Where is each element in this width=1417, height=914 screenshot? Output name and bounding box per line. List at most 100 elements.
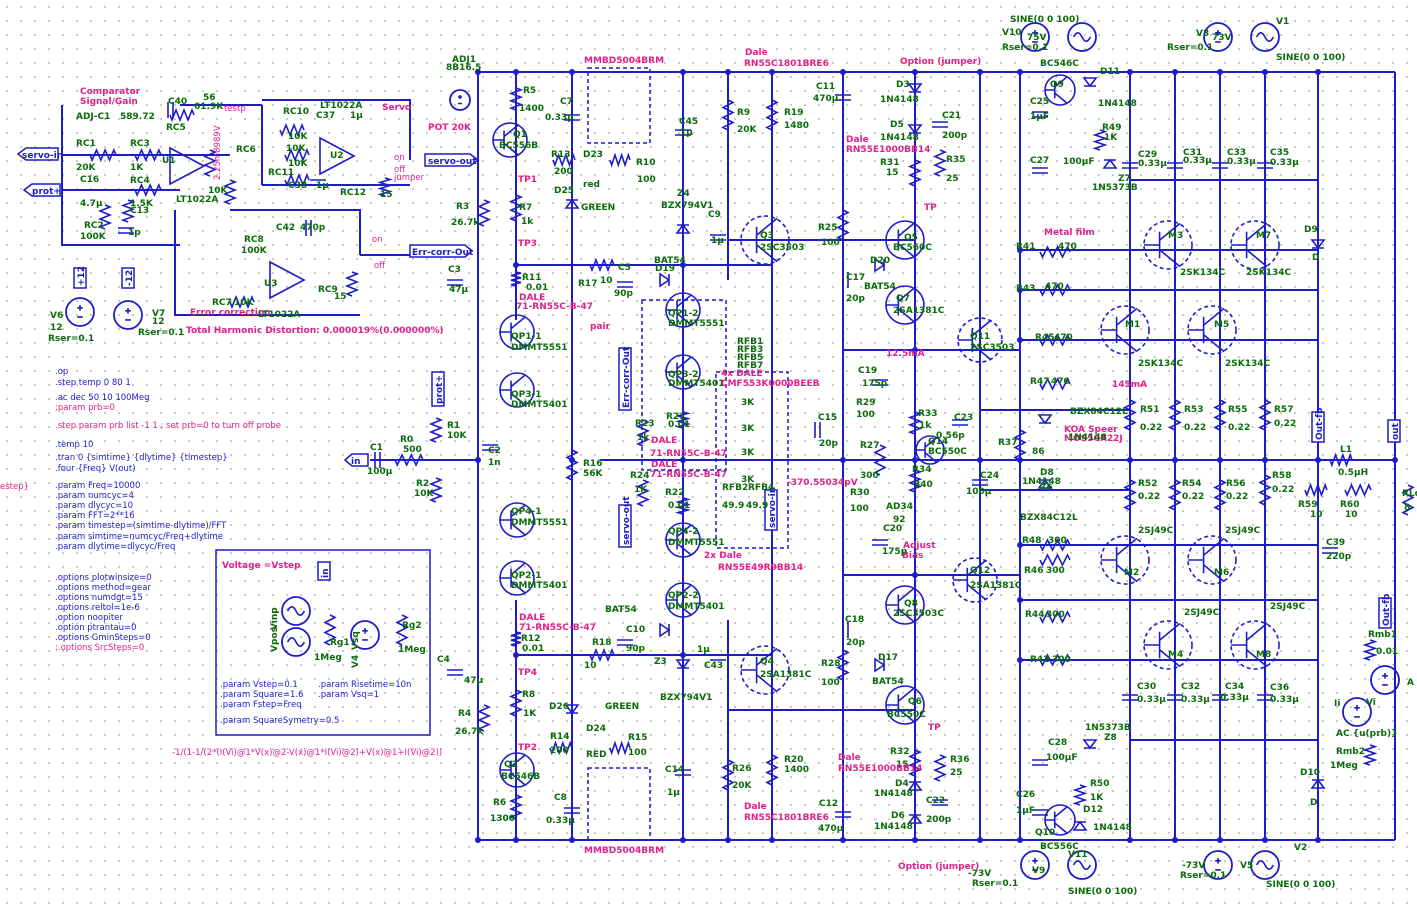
resistor[interactable]	[1039, 553, 1071, 567]
resistor[interactable]	[1329, 452, 1353, 468]
resistor[interactable]	[222, 179, 238, 205]
resistor[interactable]	[1213, 479, 1227, 511]
diode[interactable]	[675, 659, 691, 670]
capacitor[interactable]	[835, 811, 851, 818]
transistor[interactable]	[1187, 305, 1237, 355]
resistor[interactable]	[1039, 283, 1071, 297]
resistor[interactable]	[589, 647, 615, 663]
resistor[interactable]	[635, 419, 651, 447]
net-err-corr-out[interactable]: Err-corr-Out	[409, 244, 474, 258]
diode[interactable]	[659, 622, 671, 638]
capacitor[interactable]	[305, 220, 312, 236]
capacitor[interactable]	[617, 639, 633, 646]
diode[interactable]	[1310, 239, 1326, 250]
resistor[interactable]	[229, 294, 255, 310]
transistor[interactable]	[1143, 620, 1193, 670]
capacitor[interactable]	[374, 452, 381, 468]
capacitor[interactable]	[564, 114, 580, 121]
resistor[interactable]	[907, 159, 923, 187]
net-servo-out-v[interactable]: servo-out	[618, 496, 632, 548]
resistor[interactable]	[344, 271, 360, 297]
diode[interactable]	[874, 657, 886, 673]
resistor[interactable]	[284, 172, 310, 188]
resistor[interactable]	[635, 479, 651, 507]
resistor[interactable]	[589, 257, 615, 273]
resistor[interactable]	[932, 754, 948, 782]
capacitor[interactable]	[617, 281, 633, 288]
net-in-top[interactable]: in	[317, 561, 331, 581]
capacitor[interactable]	[1122, 162, 1138, 169]
voltage-source[interactable]	[1250, 850, 1280, 880]
capacitor[interactable]	[447, 669, 463, 676]
resistor[interactable]	[765, 754, 779, 786]
resistor[interactable]	[1092, 129, 1108, 151]
resistor[interactable]	[510, 631, 522, 647]
resistor[interactable]	[1039, 377, 1071, 391]
capacitor[interactable]	[1257, 162, 1273, 169]
voltage-source[interactable]	[1020, 850, 1050, 880]
opamp-symbol[interactable]	[269, 260, 306, 300]
resistor[interactable]	[395, 614, 409, 646]
capacitor[interactable]	[1257, 694, 1273, 701]
voltage-source[interactable]	[1203, 22, 1233, 52]
capacitor[interactable]	[1032, 111, 1048, 118]
resistor[interactable]	[1072, 784, 1088, 806]
capacitor[interactable]	[835, 94, 851, 101]
capacitor[interactable]	[842, 272, 849, 288]
diode[interactable]	[907, 83, 923, 94]
voltage-source[interactable]	[281, 596, 311, 626]
resistor[interactable]	[552, 152, 576, 168]
capacitor[interactable]	[932, 121, 948, 128]
capacitor[interactable]	[932, 799, 948, 806]
net-out[interactable]: out	[1387, 419, 1401, 443]
resistor[interactable]	[1013, 429, 1027, 461]
resistor[interactable]	[609, 740, 631, 756]
resistor[interactable]	[1123, 399, 1137, 431]
resistor[interactable]	[1344, 482, 1372, 498]
resistor[interactable]	[169, 107, 195, 123]
resistor[interactable]	[202, 149, 218, 177]
diode[interactable]	[1102, 158, 1118, 169]
resistor[interactable]	[377, 177, 393, 197]
resistor[interactable]	[836, 649, 850, 681]
transistor[interactable]	[740, 645, 790, 695]
capacitor[interactable]	[1032, 759, 1048, 766]
net-servo-out[interactable]: servo-out	[424, 153, 480, 167]
capacitor[interactable]	[675, 129, 691, 136]
resistor[interactable]	[836, 209, 850, 241]
resistor[interactable]	[721, 759, 735, 791]
capacitor[interactable]	[675, 769, 691, 776]
voltage-source[interactable]	[65, 297, 95, 327]
transistor[interactable]	[1230, 220, 1280, 270]
resistor[interactable]	[510, 271, 522, 287]
transistor[interactable]	[1187, 535, 1237, 585]
voltage-source[interactable]	[1067, 22, 1097, 52]
resistor[interactable]	[279, 122, 305, 138]
transistor[interactable]	[1100, 535, 1150, 585]
resistor[interactable]	[89, 147, 117, 163]
resistor[interactable]	[1039, 245, 1071, 259]
resistor[interactable]	[1213, 399, 1227, 431]
resistor[interactable]	[873, 444, 887, 476]
capacitor[interactable]	[447, 279, 463, 286]
resistor[interactable]	[674, 497, 692, 515]
capacitor[interactable]	[1167, 162, 1183, 169]
opamp-symbol[interactable]	[319, 136, 356, 176]
voltage-source[interactable]	[113, 300, 143, 330]
diode[interactable]	[907, 124, 923, 135]
net-servo-in[interactable]: servo-in	[16, 147, 63, 161]
capacitor[interactable]	[1322, 547, 1338, 554]
diode[interactable]	[675, 223, 691, 234]
resistor[interactable]	[508, 87, 524, 111]
net-plus12[interactable]: +12	[73, 266, 87, 289]
net-servo-in-v[interactable]: servo-in	[764, 487, 778, 531]
resistor[interactable]	[1258, 399, 1272, 431]
transistor[interactable]	[952, 557, 998, 603]
diode[interactable]	[874, 257, 886, 273]
resistor[interactable]	[284, 147, 310, 163]
capacitor[interactable]	[1167, 694, 1183, 701]
voltage-source[interactable]	[1250, 22, 1280, 52]
voltage-source[interactable]	[350, 620, 380, 650]
